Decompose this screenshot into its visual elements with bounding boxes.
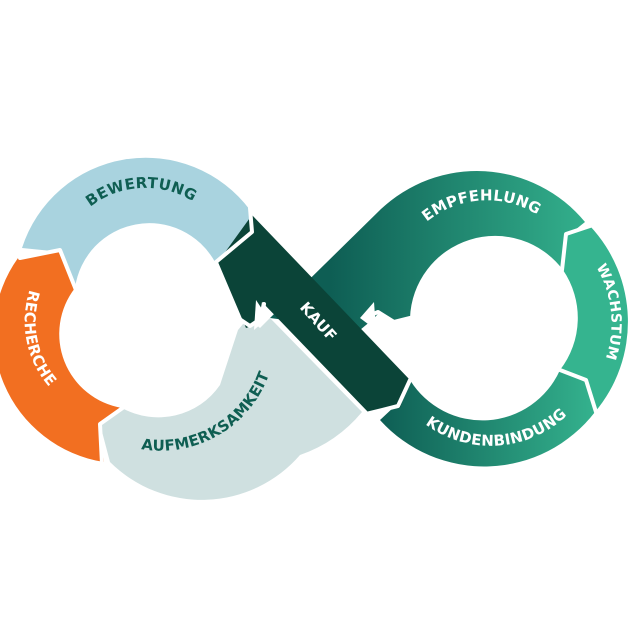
segment-kauf — [218, 215, 410, 412]
segment-wachstum — [560, 226, 628, 412]
segment-aufmerksamkeit — [100, 318, 362, 500]
segment-separators — [18, 206, 598, 466]
segment-kundenbindung — [380, 370, 595, 467]
segment-recherche — [0, 250, 122, 462]
segment-bewertung — [22, 157, 252, 288]
segment-empfehlung — [270, 171, 585, 330]
arrow-head-right — [360, 302, 376, 330]
arrow-head-left — [254, 300, 268, 330]
